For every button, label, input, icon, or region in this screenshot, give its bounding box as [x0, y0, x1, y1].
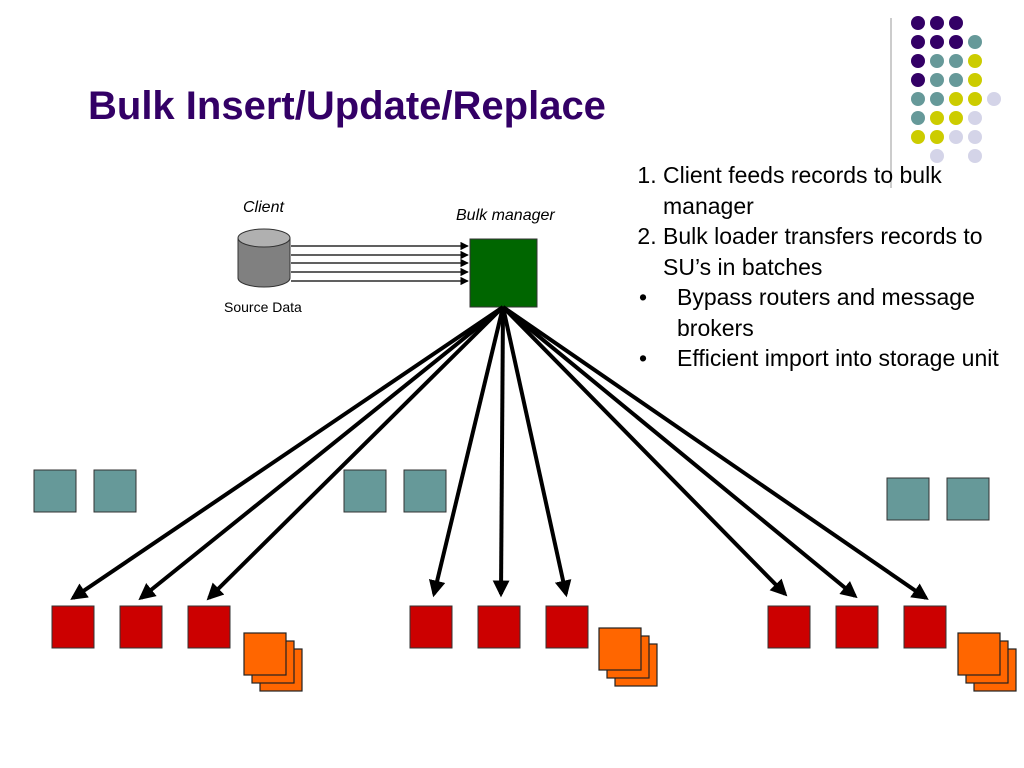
- data-page: [243, 632, 287, 676]
- router-boxes: [33, 469, 990, 521]
- decorative-dot: [911, 54, 925, 68]
- storage-unit-box: [187, 605, 231, 649]
- storage-unit-box: [119, 605, 163, 649]
- decorative-dot: [911, 35, 925, 49]
- data-stack-icon: [243, 632, 303, 692]
- distribution-arrow: [70, 305, 505, 600]
- decorative-dot: [930, 54, 944, 68]
- decorative-dot-grid: [911, 16, 1001, 163]
- decorative-dot: [930, 111, 944, 125]
- bulk-manager-box: [469, 238, 538, 308]
- decorative-dot: [930, 35, 944, 49]
- bullet-item: Bypass routers and message brokers: [639, 282, 1015, 343]
- client-label: Client: [243, 199, 284, 216]
- decorative-dot: [930, 16, 944, 30]
- decorative-dot: [949, 73, 963, 87]
- step-item: Bulk loader transfers records to SU’s in…: [663, 221, 1015, 282]
- decorative-dot: [968, 92, 982, 106]
- decorative-dot: [911, 73, 925, 87]
- step-item: Client feeds records to bulk manager: [663, 160, 1015, 221]
- decorative-dot: [930, 92, 944, 106]
- decorative-dot: [968, 73, 982, 87]
- distribution-arrow: [501, 305, 929, 600]
- decorative-dot: [949, 111, 963, 125]
- storage-unit-box: [477, 605, 521, 649]
- feed-lines: [291, 241, 469, 286]
- storage-units: [51, 605, 947, 649]
- data-page: [598, 627, 642, 671]
- decorative-dot: [930, 149, 944, 163]
- decorative-dot: [987, 92, 1001, 106]
- storage-unit-box: [545, 605, 589, 649]
- router-box: [946, 477, 990, 521]
- storage-unit-box: [835, 605, 879, 649]
- decorative-dot: [930, 73, 944, 87]
- storage-unit-box: [409, 605, 453, 649]
- router-box: [93, 469, 137, 513]
- data-stack-icon: [598, 627, 658, 687]
- data-page: [957, 632, 1001, 676]
- distribution-arrow: [206, 305, 505, 601]
- distribution-arrow: [501, 305, 788, 597]
- distribution-arrow: [138, 305, 505, 601]
- storage-unit-box: [903, 605, 947, 649]
- distribution-arrow: [492, 306, 510, 598]
- router-box: [33, 469, 77, 513]
- decorative-dot: [968, 149, 982, 163]
- distribution-arrow: [501, 306, 572, 598]
- distribution-arrows: [70, 305, 929, 601]
- decorative-dot: [968, 54, 982, 68]
- decorative-dot: [911, 130, 925, 144]
- bullet-item: Efficient import into storage unit: [639, 343, 1015, 374]
- storage-unit-box: [51, 605, 95, 649]
- bulk-manager-label: Bulk manager: [456, 207, 555, 224]
- slide-title: Bulk Insert/Update/Replace: [88, 84, 606, 128]
- distribution-arrow: [428, 306, 505, 598]
- steps-list: Client feeds records to bulk manager Bul…: [625, 160, 1015, 282]
- bullet-list: Bypass routers and message brokers Effic…: [625, 282, 1015, 374]
- distribution-arrow: [501, 305, 858, 599]
- decorative-dot: [930, 130, 944, 144]
- router-box: [343, 469, 387, 513]
- decorative-dot: [911, 16, 925, 30]
- router-box: [886, 477, 930, 521]
- decorative-dot: [949, 35, 963, 49]
- storage-unit-box: [767, 605, 811, 649]
- decorative-dot: [968, 111, 982, 125]
- decorative-dot: [911, 92, 925, 106]
- decorative-dot: [949, 16, 963, 30]
- notes-panel: Client feeds records to bulk manager Bul…: [625, 160, 1015, 374]
- data-stack-icon: [957, 632, 1017, 692]
- decorative-dot: [949, 54, 963, 68]
- decorative-dot: [949, 92, 963, 106]
- decorative-dot: [911, 111, 925, 125]
- decorative-dot: [968, 130, 982, 144]
- decorative-dot: [968, 35, 982, 49]
- data-stacks: [243, 627, 1017, 692]
- database-cylinder-icon: [237, 228, 291, 288]
- decorative-dot: [949, 130, 963, 144]
- router-box: [403, 469, 447, 513]
- source-data-label: Source Data: [224, 299, 302, 315]
